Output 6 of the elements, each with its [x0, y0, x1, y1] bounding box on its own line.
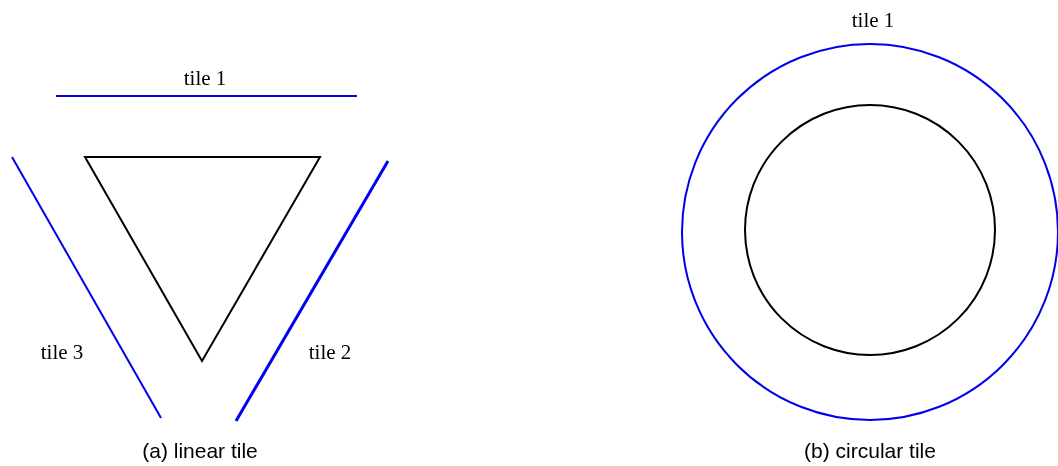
- figure-caption: (a) linear tile: [142, 439, 258, 463]
- tile-label: tile 2: [308, 339, 352, 365]
- tile-label: tile 1: [183, 65, 227, 91]
- figure-caption: (b) circular tile: [804, 439, 936, 463]
- tile-label: tile 3: [40, 339, 84, 365]
- tile-label: tile 1: [851, 7, 895, 33]
